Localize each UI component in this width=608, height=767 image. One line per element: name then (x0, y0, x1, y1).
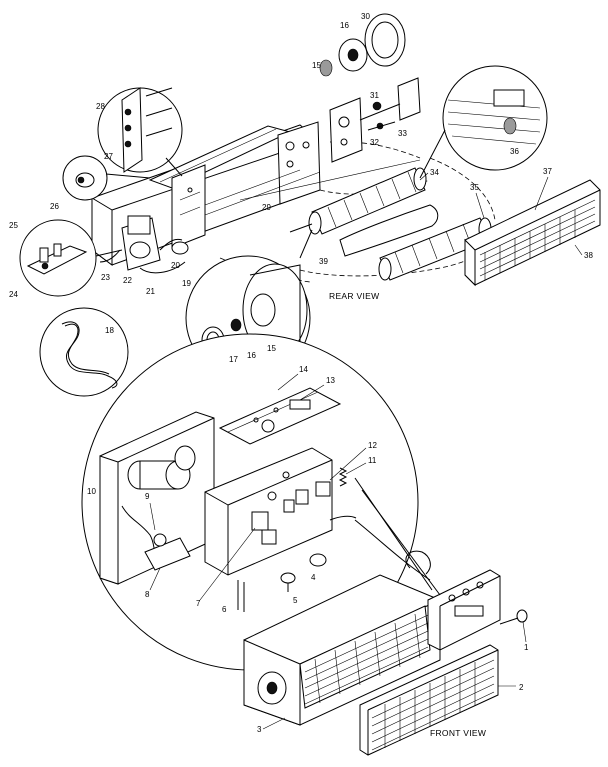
front-unit-chassis (243, 519, 528, 726)
callout-8: 8 (145, 590, 150, 599)
callout-20: 20 (171, 261, 180, 270)
callout-12: 12 (368, 441, 377, 450)
callout-17: 17 (229, 355, 238, 364)
callout-2: 2 (519, 683, 524, 692)
front-grille (359, 644, 499, 756)
callout-36: 36 (510, 147, 519, 156)
callout-21: 21 (146, 287, 155, 296)
callout-33: 33 (398, 129, 407, 138)
bracket-wire-detail (39, 307, 129, 397)
detail-leader-lines (354, 477, 441, 596)
callout-16: 16 (247, 351, 256, 360)
terminal-block-detail (97, 87, 183, 177)
callout-26: 26 (50, 202, 59, 211)
callout-11: 11 (368, 456, 377, 465)
front-view-caption: FRONT VIEW (430, 728, 486, 738)
callout-16-top: 16 (340, 21, 349, 30)
callout-23: 23 (101, 273, 110, 282)
callout-28: 28 (96, 102, 105, 111)
callout-7: 7 (196, 599, 201, 608)
callout-9: 9 (145, 492, 150, 501)
callout-13: 13 (326, 376, 335, 385)
motor-mount-bracket (329, 77, 421, 163)
switch-detail-circle (19, 219, 123, 297)
callout-14: 14 (299, 365, 308, 374)
callout-4: 4 (311, 573, 316, 582)
callout-10: 10 (87, 487, 96, 496)
bearing-set-top (319, 13, 406, 77)
callout-6: 6 (222, 605, 227, 614)
callout-22: 22 (123, 276, 132, 285)
callout-37: 37 (543, 167, 552, 176)
callout-labels: 1 2 3 4 5 6 7 8 9 10 11 12 13 14 15 15 1… (9, 12, 593, 734)
capacitor-clip (139, 241, 189, 274)
thermostat-bulb-detail (62, 155, 151, 201)
callout-38: 38 (584, 251, 593, 260)
callout-31: 31 (370, 91, 379, 100)
callout-25: 25 (9, 221, 18, 230)
callout-15: 15 (267, 344, 276, 353)
callout-30: 30 (361, 12, 370, 21)
callout-39: 39 (319, 257, 328, 266)
callout-27: 27 (104, 152, 113, 161)
callout-34: 34 (430, 168, 439, 177)
rear-view-caption: REAR VIEW (329, 291, 379, 301)
callout-1: 1 (524, 643, 529, 652)
rear-coil (464, 179, 601, 287)
scroll-housing (339, 204, 439, 257)
callout-15-top: 15 (312, 61, 321, 70)
shaft-bearing-detail (419, 65, 548, 179)
callout-32: 32 (370, 138, 379, 147)
callout-24: 24 (9, 290, 18, 299)
blower-wheel (289, 167, 427, 235)
front-coil-grid (299, 605, 431, 709)
callout-18: 18 (105, 326, 114, 335)
callout-5: 5 (293, 596, 298, 605)
callout-3: 3 (257, 725, 262, 734)
callout-29: 29 (262, 203, 271, 212)
callout-19: 19 (182, 279, 191, 288)
callout-35: 35 (470, 183, 479, 192)
fan-motor (99, 215, 183, 271)
control-panel-detail-circle (81, 333, 419, 671)
